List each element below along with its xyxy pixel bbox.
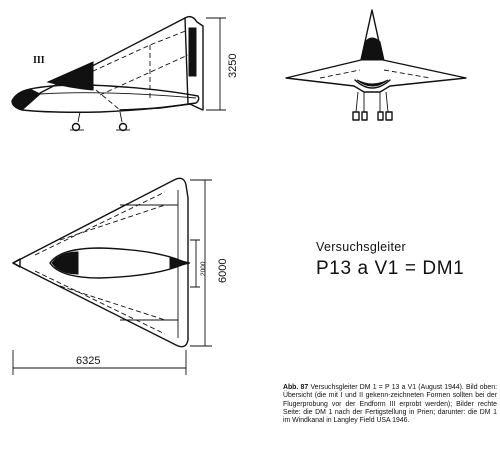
small-dim-label: 2000 (200, 261, 207, 276)
length-dim-label: 6325 (76, 355, 100, 367)
plan-dashed-leading (34, 191, 166, 335)
landing-gear-rear (116, 111, 130, 132)
roman-numeral-label: III (33, 55, 45, 66)
fin-dashed-line-2 (99, 54, 189, 96)
fin-edge-dark (188, 27, 197, 77)
caption-label: Abb. 87 (283, 384, 309, 391)
plan-dashed-inner (59, 204, 166, 321)
fin-spar (184, 17, 189, 105)
plan-elevon-hinge (120, 204, 178, 321)
front-view (285, 9, 467, 121)
landing-gear-front (70, 111, 84, 132)
cockpit-canopy (46, 61, 94, 91)
plan-canopy-lines (55, 257, 78, 269)
small-dim-lines (190, 239, 200, 288)
fin-outline (39, 15, 204, 111)
side-view: III 3250 (11, 15, 239, 132)
figure-caption: Abb. 87 Versuchsgleiter DM 1 = P 13 a V1… (283, 384, 497, 425)
drawing-title-line1: Versuchsgleiter (316, 240, 406, 254)
plan-tail-cone (169, 257, 191, 269)
front-gear (352, 91, 393, 121)
plan-canopy-dark (51, 251, 79, 275)
fin-dashed-line-1 (77, 29, 189, 79)
height-dim-label: 3250 (227, 54, 239, 78)
front-dashed (319, 69, 431, 79)
plan-nose-tip (12, 258, 21, 268)
span-dim-label: 6000 (217, 259, 229, 283)
drawing-title-line2: P13 a V1 = DM1 (316, 258, 465, 279)
fuselage-line (39, 92, 197, 99)
fuselage-outline (11, 84, 200, 113)
front-canopy (360, 37, 385, 61)
fuselage-nose (11, 88, 41, 111)
height-dim-lines (206, 17, 226, 111)
front-view-outline (285, 9, 467, 93)
length-dim-lines (12, 350, 187, 375)
plan-wing-outline (12, 177, 189, 348)
span-dim-lines (190, 179, 212, 347)
front-fuselage-dark (356, 79, 389, 87)
caption-text: Versuchsgleiter DM 1 = P 13 a V1 (August… (283, 384, 497, 425)
plan-view: 6000 2000 6325 (12, 177, 229, 375)
fin-dashed-line-4 (89, 84, 121, 111)
front-fuselage-ring (354, 79, 391, 89)
